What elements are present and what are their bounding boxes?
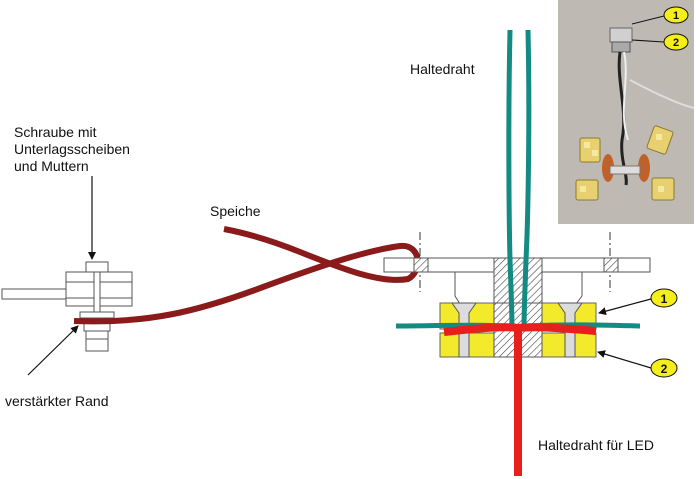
callout-2-diagram: 2 <box>650 358 678 378</box>
photo-inset: 1 2 <box>558 0 694 224</box>
callout-1-diagram: 1 <box>650 288 678 308</box>
label-haltedraht-led: Haltedraht für LED <box>538 437 654 453</box>
red-led-wire <box>443 323 597 476</box>
callout-2-photo-label: 2 <box>673 37 679 49</box>
pointer-lines <box>27 176 652 376</box>
nut-2 <box>85 330 109 352</box>
teal-wire-vertical-left <box>506 29 515 331</box>
label-speiche: Speiche <box>210 203 261 219</box>
callout-2-photo: 2 <box>663 33 689 51</box>
washer-bottom <box>79 311 115 319</box>
callout-1-photo-label: 1 <box>673 10 679 22</box>
label-haltedraht: Haltedraht <box>410 61 475 77</box>
label-schraube-3: und Muttern <box>14 158 89 174</box>
label-schraube-1: Schraube mit <box>14 124 97 140</box>
rim-screw-assembly <box>1 261 133 352</box>
teal-wire-vertical-right <box>521 29 532 331</box>
label-verstaerkter-rand: verstärkter Rand <box>5 393 109 409</box>
callout-2-label: 2 <box>661 362 668 376</box>
hub-assembly <box>383 29 651 476</box>
label-schraube-2: Unterlagsscheiben <box>14 141 130 157</box>
screw-head <box>85 261 109 273</box>
spoke-wire <box>73 226 421 325</box>
callout-1-photo: 1 <box>663 6 689 24</box>
callout-1-label: 1 <box>661 292 668 306</box>
